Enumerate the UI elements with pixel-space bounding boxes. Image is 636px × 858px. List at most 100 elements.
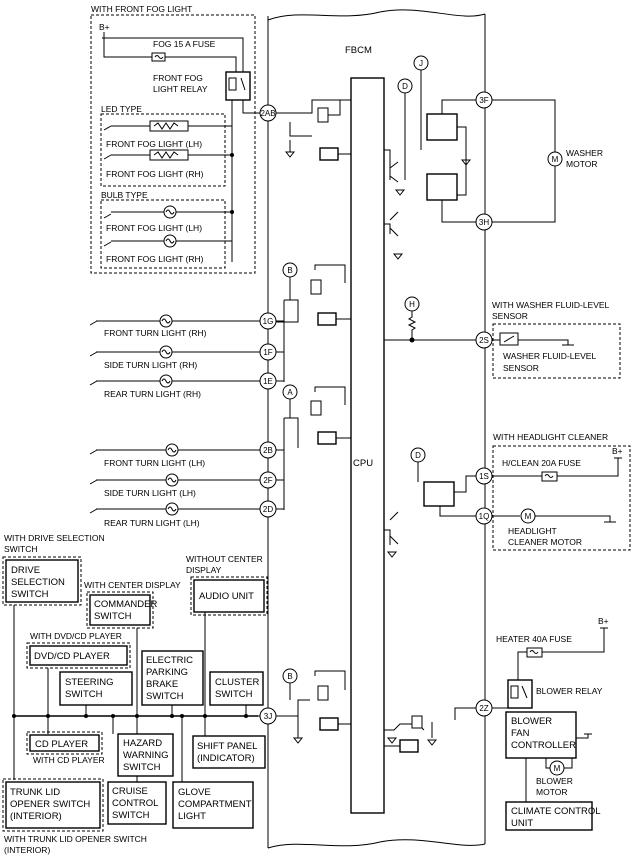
cpu-block: CPU: [350, 77, 385, 814]
ref-d: D: [402, 82, 408, 91]
washer-fluid-sensor-label-1: WASHER FLUID-LEVEL: [503, 351, 596, 361]
with-washer-fluid-label-2: SENSOR: [492, 311, 528, 321]
svg-text:DVD/CD PLAYER: DVD/CD PLAYER: [34, 651, 110, 662]
with-trunk-label-1: WITH TRUNK LID OPENER SWITCH: [4, 834, 147, 844]
svg-text:SWITCH: SWITCH: [215, 689, 253, 700]
steering-switch: [59, 671, 133, 706]
blower-motor-label-2: MOTOR: [536, 787, 567, 797]
svg-text:(INDICATOR): (INDICATOR): [197, 753, 255, 764]
ref-b-top: B: [287, 266, 292, 275]
front-fog-relay-label-1: FRONT FOG: [153, 73, 203, 83]
svg-text:SWITCH: SWITCH: [11, 589, 49, 600]
svg-text:DRIVE: DRIVE: [11, 565, 40, 576]
ffl-lh-bulb-label: FRONT FOG LIGHT (LH): [106, 223, 202, 233]
b-plus-heater: B+: [598, 616, 609, 626]
pin-1s: 1S: [479, 472, 489, 481]
pin-1e: 1E: [263, 377, 273, 386]
pin-3f: 3F: [479, 96, 488, 105]
hclean-relay: [423, 481, 455, 507]
pin-2d: 2D: [263, 505, 273, 514]
headlight-cleaner-label-1: HEADLIGHT: [508, 526, 557, 536]
led-type-label: LED TYPE: [101, 104, 142, 114]
with-trunk-label-2: (INTERIOR): [4, 845, 50, 855]
washer-motor-label-2: MOTOR: [566, 159, 597, 169]
washer-motor-symbol: [547, 151, 563, 167]
pin-3j-driver: B 3J: [258, 668, 351, 744]
pin-1f: 1F: [263, 348, 272, 357]
electric-parking-brake-switch: [141, 650, 204, 706]
rear-turn-lh-label: REAR TURN LIGHT (LH): [104, 518, 200, 528]
svg-text:SHIFT PANEL: SHIFT PANEL: [197, 741, 257, 752]
svg-text:STEERING: STEERING: [65, 677, 114, 688]
with-drive-sel-label-2: SWITCH: [4, 544, 38, 554]
blower-relay-label: BLOWER RELAY: [536, 686, 603, 696]
front-fog-light-section: WITH FRONT FOG LIGHT B+ FOG 15 A FUSE FR…: [90, 4, 262, 274]
fbcm-label: FBCM: [345, 45, 372, 56]
hazard-warning-switch: [117, 733, 174, 777]
ref-j: J: [419, 59, 423, 68]
ffl-rh-bulb-label: FRONT FOG LIGHT (RH): [106, 254, 204, 264]
drive-selection-switch: [5, 559, 79, 603]
headlight-cleaner-label-2: CLEANER MOTOR: [508, 537, 582, 547]
washer-motor-label-1: WASHER: [566, 148, 603, 158]
with-headlight-cleaner-label: WITH HEADLIGHT CLEANER: [493, 432, 608, 442]
svg-text:AUDIO UNIT: AUDIO UNIT: [199, 591, 254, 602]
svg-text:OPENER SWITCH: OPENER SWITCH: [10, 799, 90, 810]
dvd-cd-player: [29, 645, 128, 666]
ref-a: A: [287, 388, 293, 397]
front-fog-relay-symbol: [225, 71, 251, 101]
commander-switch: [89, 594, 151, 626]
side-turn-lh-label: SIDE TURN LIGHT (LH): [104, 488, 196, 498]
blower-fan-controller: [505, 711, 577, 759]
b-plus-hclean: B+: [612, 446, 623, 456]
svg-text:CONTROLLER: CONTROLLER: [511, 740, 576, 751]
pin-1g: 1G: [263, 317, 274, 326]
headlight-cleaner-section: D 1S 1Q WITH HEADLIGHT CLEANER B+ H/CLEA…: [384, 432, 631, 558]
with-cd-label: WITH CD PLAYER: [33, 755, 105, 765]
pin-2s: 2S: [479, 336, 489, 345]
svg-text:CLIMATE CONTROL: CLIMATE CONTROL: [511, 806, 601, 817]
without-center-label-2: DISPLAY: [186, 565, 222, 575]
svg-text:BRAKE: BRAKE: [146, 679, 178, 690]
ffl-rh-led-label: FRONT FOG LIGHT (RH): [106, 169, 204, 179]
glove-compartment-light: [172, 781, 254, 829]
hclean-fuse-label: H/CLEAN 20A FUSE: [502, 458, 581, 468]
blower-section: HEATER 40A FUSE B+ BLOWER RELAY 2Z BLOWE…: [384, 616, 609, 831]
washer-relay-2: [426, 173, 458, 201]
cpu-label: CPU: [353, 458, 373, 469]
svg-text:CLUSTER: CLUSTER: [215, 677, 259, 688]
pin-3j: 3J: [264, 712, 272, 721]
front-turn-rh-label: FRONT TURN LIGHT (RH): [104, 328, 207, 338]
blower-relay-symbol: [507, 679, 533, 709]
svg-text:COMMANDER: COMMANDER: [94, 599, 157, 610]
svg-text:ELECTRIC: ELECTRIC: [146, 655, 193, 666]
svg-text:COMPARTMENT: COMPARTMENT: [178, 799, 252, 810]
side-turn-rh-label: SIDE TURN LIGHT (RH): [104, 360, 197, 370]
cluster-switch: [209, 671, 264, 706]
svg-text:FAN: FAN: [511, 728, 530, 739]
with-dvd-label: WITH DVD/CD PLAYER: [30, 631, 122, 641]
washer-relay-1: [426, 113, 458, 141]
front-turn-lh-label: FRONT TURN LIGHT (LH): [104, 458, 205, 468]
pin-2z: 2Z: [479, 704, 488, 713]
svg-text:LIGHT: LIGHT: [178, 811, 206, 822]
svg-text:HAZARD: HAZARD: [123, 738, 162, 749]
front-fog-relay-label-2: LIGHT RELAY: [153, 84, 208, 94]
svg-text:M: M: [552, 155, 559, 164]
svg-text:GLOVE: GLOVE: [178, 787, 211, 798]
blower-motor-label-1: BLOWER: [536, 776, 573, 786]
trunk-lid-opener-switch: [5, 781, 101, 829]
cruise-control-switch: [107, 781, 167, 825]
ref-b-lower: B: [287, 672, 292, 681]
ref-d-lower: D: [415, 451, 421, 460]
with-center-display-label: WITH CENTER DISPLAY: [84, 580, 181, 590]
svg-text:(INTERIOR): (INTERIOR): [10, 811, 62, 822]
lh-turn-lights: A FRONT TURN LIGHT (LH) 2B SIDE TURN LIG…: [89, 384, 351, 528]
svg-text:SELECTION: SELECTION: [11, 577, 65, 588]
washer-fluid-sensor-label-2: SENSOR: [503, 363, 539, 373]
svg-text:BLOWER: BLOWER: [511, 716, 552, 727]
pin-2ab: 2AB: [260, 109, 275, 118]
svg-text:SWITCH: SWITCH: [146, 691, 184, 702]
with-front-fog-light-label: WITH FRONT FOG LIGHT: [91, 4, 192, 14]
